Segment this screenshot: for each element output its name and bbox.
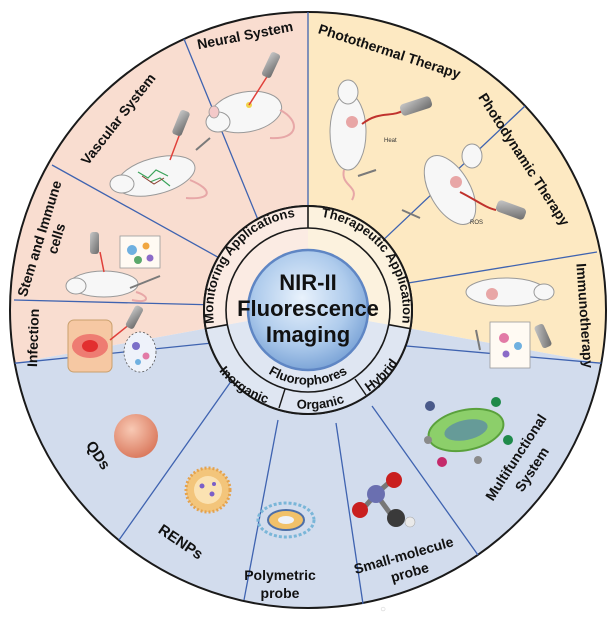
- center-title-line2: Fluorescence: [237, 296, 379, 321]
- ros-annotation: ROS: [470, 220, 483, 226]
- ring-divider-left: [205, 323, 228, 330]
- photothermal-mouse-illustration: Heat: [329, 79, 433, 201]
- polymetric-probe-label-line1: Polymetric: [244, 567, 316, 583]
- photodynamic-mouse-illustration: ROS: [401, 143, 527, 226]
- stem-cells-mouse-illustration: [65, 232, 161, 302]
- heat-annotation: Heat: [384, 138, 397, 144]
- polymetric-probe-illustration: [256, 501, 316, 539]
- immunotherapy-label: Immunotherapy: [573, 263, 596, 369]
- immunotherapy-mouse-illustration: [465, 277, 555, 369]
- center-title-line3: Imaging: [266, 322, 350, 347]
- renp-illustration: [184, 466, 232, 514]
- qd-sphere-illustration: [114, 414, 158, 458]
- polymetric-probe-label-line2: probe: [261, 585, 300, 601]
- multifunctional-system-illustration: [424, 397, 513, 467]
- fluorophore-sector: [14, 310, 602, 608]
- watermark: ○: [380, 604, 386, 615]
- neural-mouse-illustration: [205, 52, 295, 140]
- infection-label: Infection: [24, 308, 42, 367]
- ring-divider-organic-hybrid: [354, 378, 367, 396]
- small-molecule-illustration: [352, 472, 416, 528]
- ring-divider-right: [388, 323, 411, 330]
- vascular-mouse-illustration: [109, 109, 211, 200]
- center-title-line1: NIR-II: [279, 270, 336, 295]
- infection-illustration: [67, 305, 157, 373]
- center-disc: [246, 248, 370, 372]
- ring-divider-inorganic-organic: [278, 388, 286, 409]
